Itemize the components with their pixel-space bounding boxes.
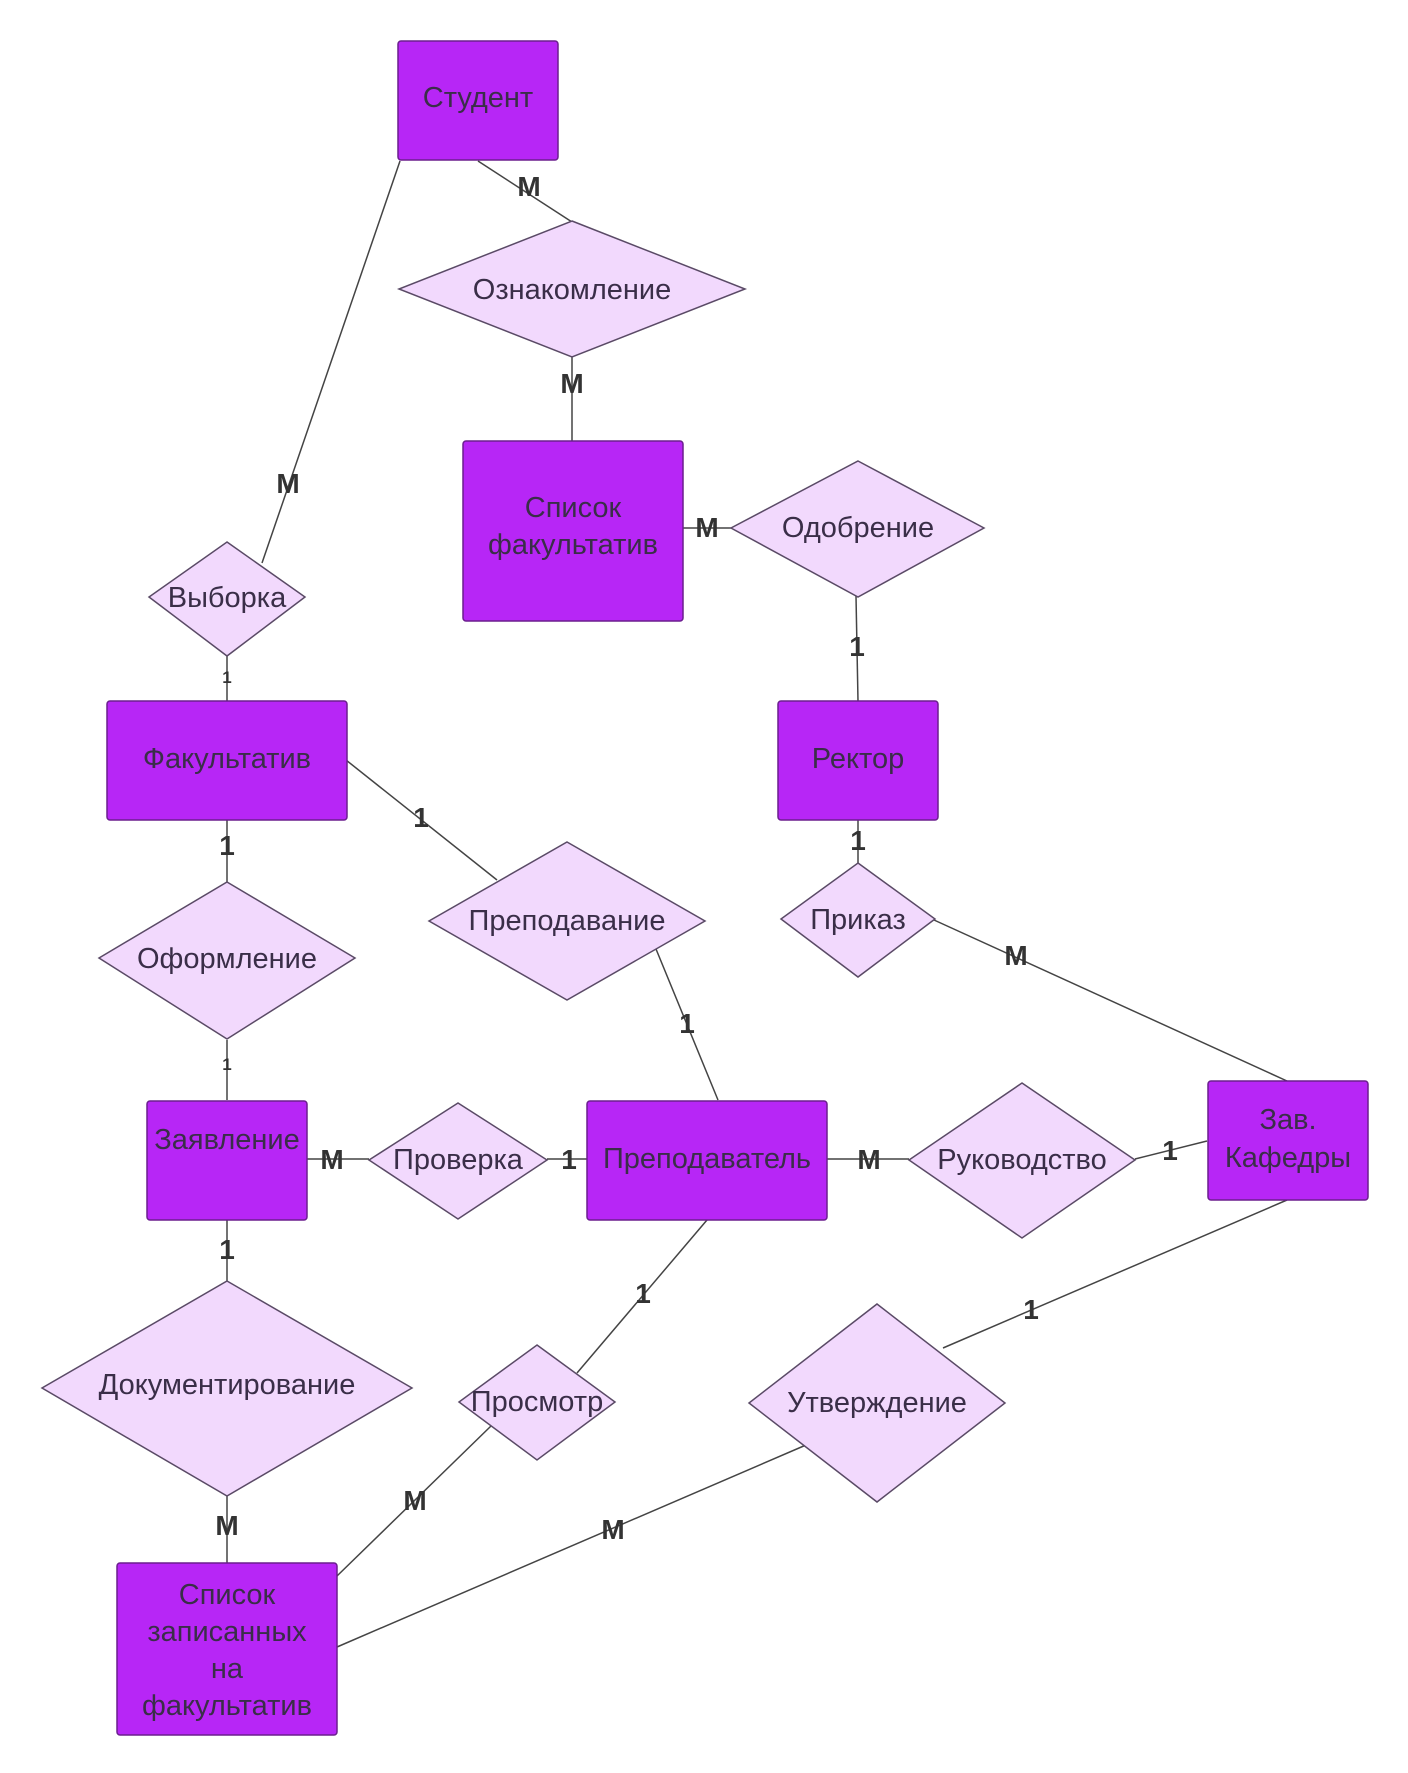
cardinality-approval-rector: 1	[849, 631, 865, 662]
line-student-selection	[261, 160, 401, 564]
relation-confirmation-diamond[interactable]	[747, 1303, 1007, 1503]
relation-approval-diamond[interactable]	[729, 460, 986, 598]
line-confirmation-enrolled	[336, 1444, 807, 1648]
line-approval-rector	[855, 595, 859, 702]
relation-selection-label: Выборка	[168, 582, 287, 614]
entity-teacher-box[interactable]	[586, 1100, 828, 1221]
relation-familiarization-label: Ознакомление	[473, 274, 671, 306]
relation-order-diamond[interactable]	[779, 862, 937, 978]
relation-approval-label: Одобрение	[782, 512, 934, 544]
relation-teaching-diamond[interactable]	[427, 841, 707, 1001]
relation-selection-diamond[interactable]	[147, 541, 307, 657]
entity-application-box[interactable]	[146, 1100, 308, 1221]
relation-confirmation-label: Утверждение	[787, 1387, 967, 1419]
relation-supervision-diamond[interactable]	[907, 1082, 1137, 1239]
entity-head-of-dept-box[interactable]	[1207, 1080, 1369, 1201]
cardinality-student-familiarization: M	[517, 171, 540, 202]
relation-documenting-label: Документирование	[99, 1369, 356, 1401]
entity-course-list-label-line1: Список	[525, 492, 622, 524]
cardinality-order-head: M	[1004, 940, 1027, 971]
cardinality-courselist-approval: M	[695, 512, 718, 543]
cardinality-elective-teaching: 1	[413, 802, 429, 833]
line-teacher-viewing	[576, 1219, 708, 1374]
entity-elective-box[interactable]	[106, 700, 348, 821]
cardinality-check-teacher: 1	[561, 1144, 577, 1175]
entity-rector-label: Ректор	[812, 743, 904, 775]
cardinality-supervision-head: 1	[1162, 1135, 1178, 1166]
cardinality-application-documenting: 1	[219, 1234, 235, 1265]
cardinality-registration-application: 1	[222, 1055, 231, 1074]
cardinality-confirmation-enrolled: M	[601, 1514, 624, 1545]
line-viewing-enrolled	[336, 1425, 492, 1577]
entity-enrolled-list-label-line3: на	[211, 1653, 244, 1685]
line-order-head	[933, 919, 1288, 1082]
line-teaching-teacher	[655, 948, 719, 1101]
relation-documenting-diamond[interactable]	[40, 1280, 414, 1497]
entity-application-label: Заявление	[154, 1124, 299, 1156]
line-student-familiarization	[477, 160, 573, 223]
entity-student-label: Студент	[423, 82, 533, 114]
relation-check-diamond[interactable]	[367, 1102, 549, 1220]
relation-teaching-label: Преподавание	[469, 905, 666, 937]
cardinality-rector-order: 1	[850, 825, 866, 856]
relation-familiarization-diamond[interactable]	[396, 220, 748, 358]
entity-enrolled-list-box[interactable]	[116, 1562, 338, 1736]
cardinality-elective-registration: 1	[219, 830, 235, 861]
line-head-confirmation	[942, 1199, 1288, 1349]
entity-course-list-box[interactable]	[462, 440, 684, 622]
entity-elective-label: Факультатив	[143, 743, 311, 775]
entity-student-box[interactable]	[397, 40, 559, 161]
cardinality-head-confirmation: 1	[1023, 1294, 1039, 1325]
relation-viewing-label: Просмотр	[471, 1386, 603, 1418]
entity-enrolled-list-label-line4: факультатив	[142, 1690, 312, 1722]
entity-rector-box[interactable]	[777, 700, 939, 821]
line-elective-teaching	[345, 759, 498, 881]
relation-registration-label: Оформление	[137, 943, 317, 975]
entity-teacher-label: Преподаватель	[603, 1143, 811, 1175]
entity-course-list-label-line2: факультатив	[488, 529, 658, 561]
cardinality-documenting-enrolled: M	[215, 1510, 238, 1541]
entity-head-of-dept-label-line2: Кафедры	[1225, 1142, 1351, 1174]
entity-head-of-dept-label-line1: Зав.	[1259, 1104, 1316, 1136]
relation-registration-diamond[interactable]	[97, 881, 357, 1040]
cardinality-familiarization-courselist: M	[560, 368, 583, 399]
line-supervision-head	[1134, 1140, 1208, 1160]
cardinality-teacher-supervision: M	[857, 1144, 880, 1175]
cardinality-viewing-enrolled: M	[403, 1485, 426, 1516]
relation-order-label: Приказ	[810, 904, 906, 936]
cardinality-teacher-viewing: 1	[635, 1278, 651, 1309]
cardinality-selection-elective: 1	[222, 668, 231, 687]
cardinality-application-check: M	[320, 1144, 343, 1175]
relation-viewing-diamond[interactable]	[457, 1344, 617, 1461]
cardinality-student-selection: M	[276, 468, 299, 499]
cardinality-teaching-teacher: 1	[679, 1008, 695, 1039]
relation-check-label: Проверка	[393, 1144, 524, 1176]
relation-supervision-label: Руководство	[937, 1144, 1106, 1176]
entity-enrolled-list-label-line2: записанных	[147, 1616, 307, 1648]
entity-enrolled-list-label-line1: Список	[179, 1579, 276, 1611]
